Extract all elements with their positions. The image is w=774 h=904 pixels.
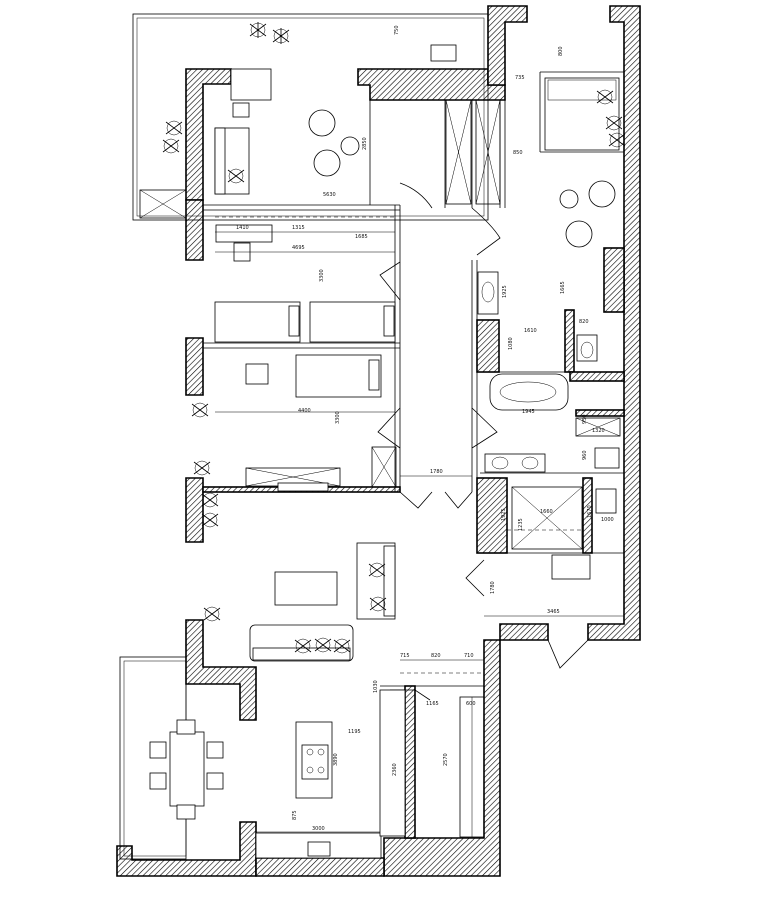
exterior-walls [116, 5, 641, 877]
dim-800: 800 [558, 46, 564, 56]
dim-3890: 3890 [333, 753, 339, 766]
dimension-lines [215, 216, 624, 833]
bed-1 [214, 301, 301, 343]
dim-875: 875 [292, 810, 298, 820]
dim-5630: 5630 [323, 192, 336, 198]
dim-1670: 1670 [587, 505, 593, 518]
dim-1000: 1000 [601, 517, 614, 523]
bathtub [489, 373, 569, 411]
furniture [149, 44, 621, 859]
dim-735: 735 [515, 75, 525, 81]
dim-820: 820 [579, 319, 589, 325]
wall-top-right-block [487, 5, 528, 86]
dim-1925-b: 1925 [501, 508, 507, 521]
dim-3300-a: 3300 [319, 269, 325, 282]
dining-table [169, 731, 205, 807]
dim-3465: 3465 [547, 609, 560, 615]
dim-1410: 1410 [236, 225, 249, 231]
dim-1685: 1685 [355, 234, 368, 240]
dim-1945: 1945 [522, 409, 535, 415]
desk [230, 68, 272, 101]
dim-1925: 1925 [502, 285, 508, 298]
dim-1660: 1660 [540, 509, 553, 515]
dim-1665: 1665 [560, 281, 566, 294]
dim-820-b: 820 [431, 653, 441, 659]
dimension-labels: 750 800 735 2850 5630 850 1410 1315 1685… [236, 25, 614, 832]
plant-icons [162, 22, 626, 654]
dim-4695: 4695 [292, 245, 305, 251]
wardrobes [245, 99, 583, 550]
dim-1030: 1030 [373, 680, 379, 693]
dim-3300-b: 3300 [335, 411, 341, 424]
chair [232, 102, 250, 118]
bed-3 [295, 354, 382, 398]
dim-1165: 1165 [426, 701, 439, 707]
dim-710: 710 [464, 653, 474, 659]
wall-bottom-mid [255, 857, 385, 877]
coffee-table [274, 571, 338, 606]
dim-960: 960 [582, 450, 588, 460]
dim-1080: 1080 [508, 337, 514, 350]
dim-1610: 1610 [524, 328, 537, 334]
wall-bottom-left [116, 821, 257, 877]
dim-1235: 1235 [518, 518, 524, 531]
dim-750: 750 [394, 25, 400, 35]
dim-2570: 2570 [443, 753, 449, 766]
dim-600: 600 [466, 701, 476, 707]
dim-950: 950 [582, 414, 588, 424]
dim-1780-a: 1780 [430, 469, 443, 475]
interior-partitions [202, 71, 625, 839]
dim-850: 850 [513, 150, 523, 156]
wall-top-mid [357, 68, 506, 101]
wall-left-upper [185, 199, 204, 261]
bed-2 [309, 301, 396, 343]
dim-715: 715 [400, 653, 410, 659]
dim-2360: 2360 [392, 763, 398, 776]
dim-1780-b: 1780 [490, 581, 496, 594]
wall-right-upper [587, 5, 641, 641]
balcony-upper [132, 13, 489, 221]
wall-left-mid1 [185, 337, 204, 396]
dim-2850: 2850 [362, 137, 368, 150]
dim-1315: 1315 [292, 225, 305, 231]
dim-3000: 3000 [312, 826, 325, 832]
doors [377, 182, 589, 701]
wall-left-mid2 [185, 477, 204, 543]
dim-1320: 1320 [592, 428, 605, 434]
dim-4400: 4400 [298, 408, 311, 414]
dim-1195: 1195 [348, 729, 361, 735]
wall-left-lower [185, 619, 257, 721]
